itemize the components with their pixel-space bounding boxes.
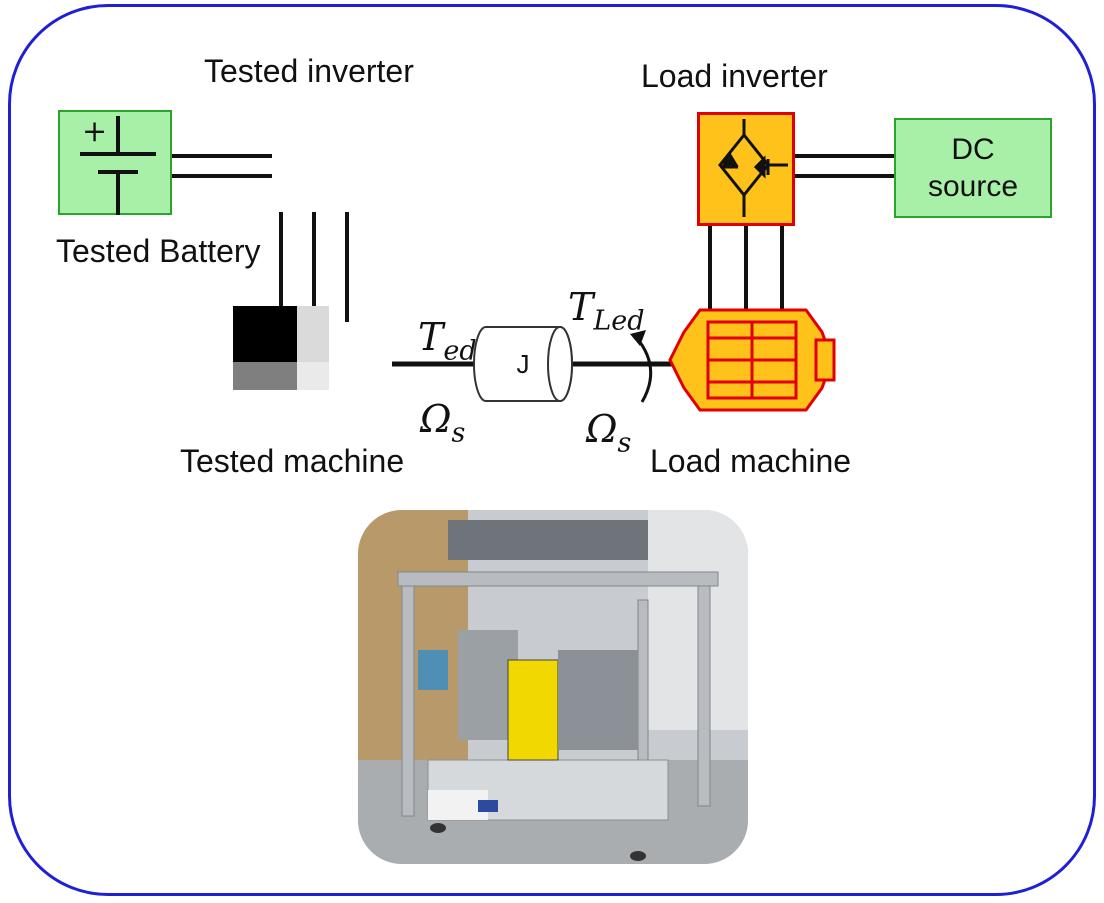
- inertia-label: J: [516, 348, 530, 379]
- load-machine-label: Load machine: [650, 443, 852, 479]
- dc-source-label-line1: DC: [951, 132, 995, 166]
- inertia-cylinder: [473, 326, 573, 402]
- tested-phase-lines: [279, 212, 349, 322]
- speed-label-right: Ωs: [586, 407, 632, 459]
- load-inverter-label: Load inverter: [641, 58, 828, 94]
- electromagnetic-torque-label: Ted: [418, 315, 477, 367]
- battery-dc-lines: [172, 154, 272, 178]
- load-torque-label: TLed: [568, 285, 645, 337]
- dc-source-box: DC source: [894, 118, 1052, 218]
- load-inverter-box: [697, 112, 795, 226]
- tested-machine-label: Tested machine: [180, 443, 405, 479]
- load-phase-lines: [708, 226, 784, 312]
- test-bench-photo: [358, 510, 748, 864]
- load-machine-icon: [668, 308, 836, 412]
- dc-source-label-line2: source: [927, 170, 1019, 203]
- dc-source-lines: [795, 154, 894, 178]
- thyristor-bridge-icon: [718, 119, 788, 217]
- test-bench-illustration: [358, 510, 748, 864]
- load-torque-arrow: [630, 330, 653, 403]
- battery-box: +: [58, 110, 172, 215]
- battery-plus-sign: +: [82, 114, 108, 149]
- speed-label-left: Ωs: [420, 397, 466, 449]
- tested-battery-label: Tested Battery: [56, 233, 261, 269]
- tested-machine-block: [233, 306, 329, 390]
- tested-inverter-label: Tested inverter: [204, 53, 414, 89]
- battery-icon: [80, 116, 156, 215]
- diagram-frame: [8, 4, 1096, 896]
